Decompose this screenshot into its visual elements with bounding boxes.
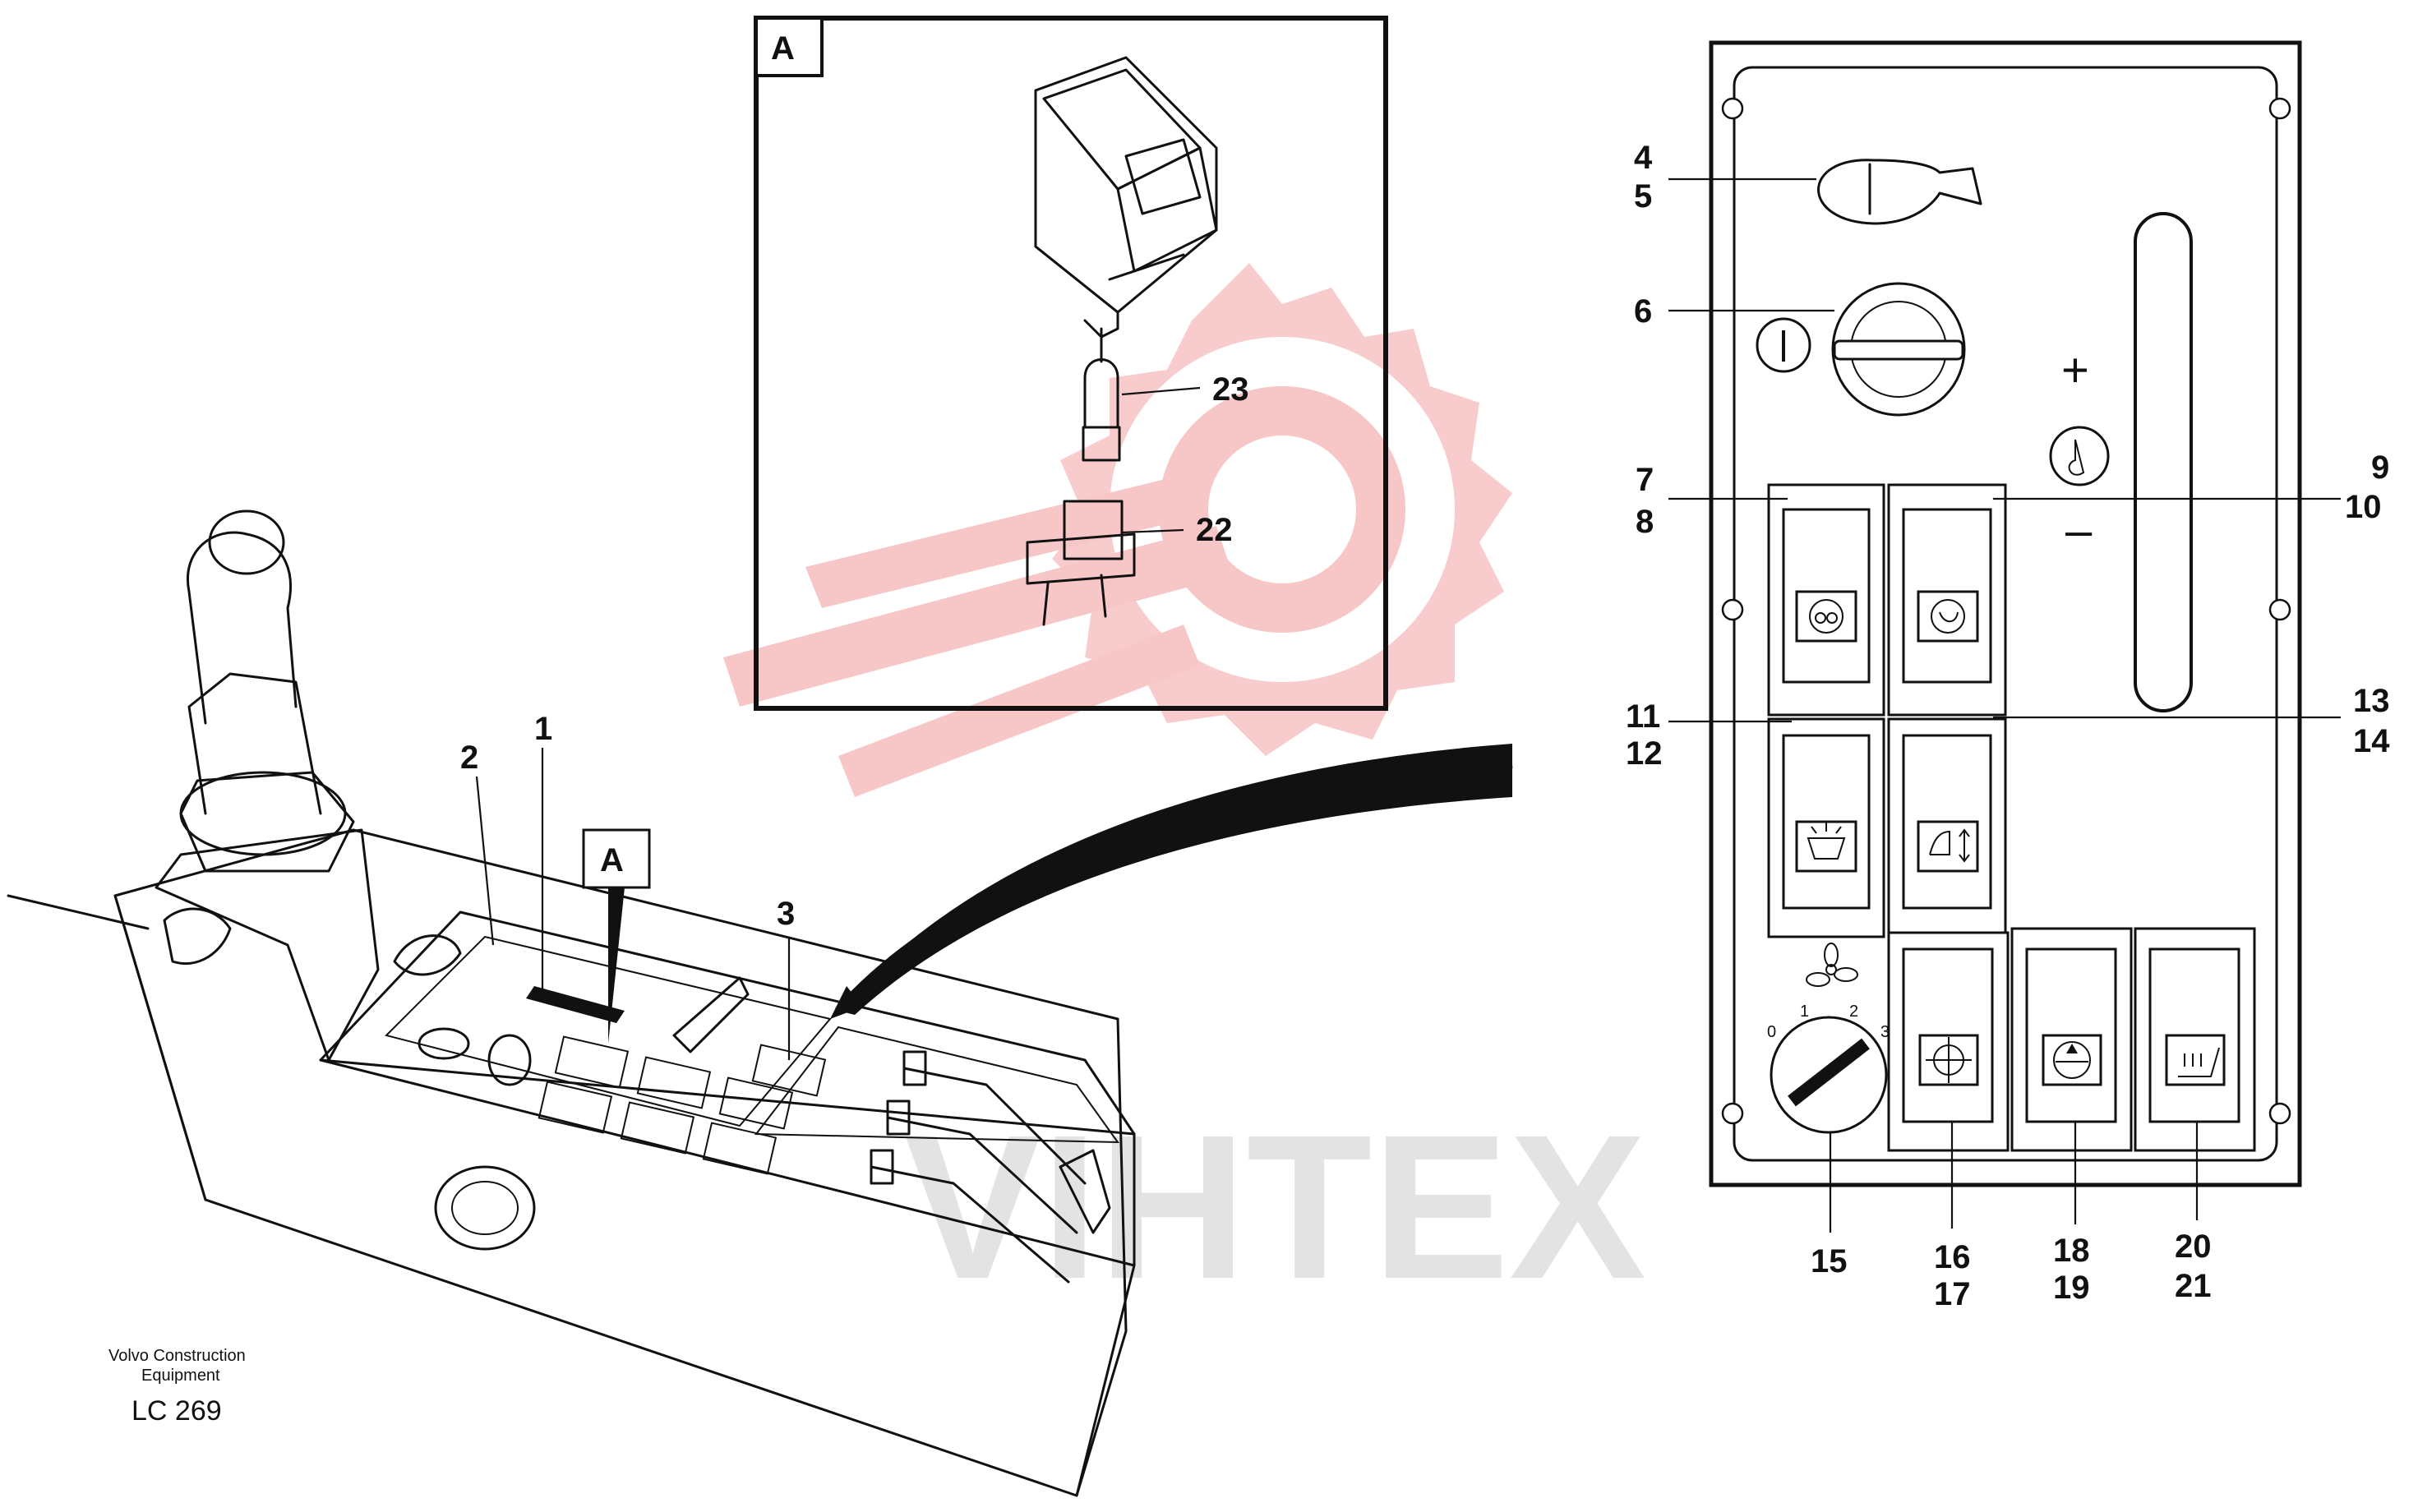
- gauge-minus-label: –: [2065, 504, 2093, 557]
- cap-icon: [1817, 159, 1982, 225]
- callout-18: 18: [2053, 1233, 2090, 1269]
- console-assembly: [7, 509, 1136, 1497]
- detail-a-label: A: [771, 30, 795, 67]
- engine-temp-icon: [2049, 426, 2110, 486]
- callout-7: 7: [1636, 462, 1654, 498]
- callout-22: 22: [1196, 512, 1233, 548]
- seat-heater-icon: [2178, 1047, 2220, 1077]
- callout-17: 17: [1934, 1276, 1971, 1312]
- instrument-panel: + –: [1709, 40, 2302, 1187]
- callout-16: 16: [1934, 1239, 1971, 1275]
- fan-scale-3: 3: [1880, 1023, 1890, 1041]
- footer-company-line2: Equipment: [141, 1367, 220, 1385]
- callout-5: 5: [1634, 178, 1652, 214]
- detail-a-marker: A: [582, 828, 651, 1044]
- callout-14: 14: [2353, 723, 2390, 759]
- fan-speed-knob[interactable]: [1770, 1016, 1888, 1134]
- bulb: [1082, 327, 1121, 462]
- engine-icon: [1931, 599, 1965, 634]
- callout-19: 19: [2053, 1270, 2090, 1306]
- callout-13: 13: [2353, 683, 2390, 719]
- watermark-text: VIHTEX: [904, 1092, 1646, 1321]
- reference-arrow: [830, 744, 1513, 1019]
- callout-23: 23: [1212, 371, 1249, 408]
- switch-row-3[interactable]: [1887, 927, 2256, 1152]
- callout-15: 15: [1811, 1243, 1848, 1279]
- callout-10: 10: [2345, 489, 2382, 525]
- rocker-switch: [1034, 56, 1218, 339]
- fan-scale-2: 2: [1849, 1003, 1858, 1021]
- callout-21: 21: [2175, 1268, 2212, 1304]
- heater-icon: [1926, 1037, 1972, 1083]
- callout-8: 8: [1636, 504, 1654, 540]
- callout-6: 6: [1634, 293, 1652, 330]
- lamp-icon: [1807, 822, 1846, 860]
- detail-a-box: A 23 22: [754, 16, 1388, 711]
- fan-scale-0: 0: [1767, 1023, 1776, 1041]
- bulb-socket: [1026, 500, 1136, 626]
- wiper-icon: [1929, 828, 1970, 863]
- callout-1: 1: [534, 711, 552, 747]
- callout-3: 3: [777, 896, 795, 932]
- ignition-symbol-icon: [1756, 317, 1811, 373]
- level-icon: [2053, 1041, 2091, 1079]
- fuel-gauge-slot: [2134, 212, 2193, 712]
- watermark-gear: [723, 263, 1512, 797]
- gauge-plus-label: +: [2061, 343, 2089, 397]
- footer-code: LC 269: [132, 1395, 222, 1427]
- callout-2: 2: [460, 740, 478, 776]
- glow-plug-icon: [1809, 599, 1843, 634]
- callout-9: 9: [2371, 449, 2389, 486]
- footer-company-line1: Volvo Construction: [108, 1347, 246, 1365]
- callout-12: 12: [1626, 735, 1663, 772]
- callout-4: 4: [1634, 140, 1653, 176]
- callout-11: 11: [1626, 698, 1660, 735]
- svg-text:A: A: [600, 842, 624, 878]
- ignition-key-icon: [1831, 282, 1966, 417]
- callout-20: 20: [2175, 1228, 2212, 1265]
- fan-scale-1: 1: [1800, 1003, 1809, 1021]
- fan-icon: [1806, 943, 1858, 987]
